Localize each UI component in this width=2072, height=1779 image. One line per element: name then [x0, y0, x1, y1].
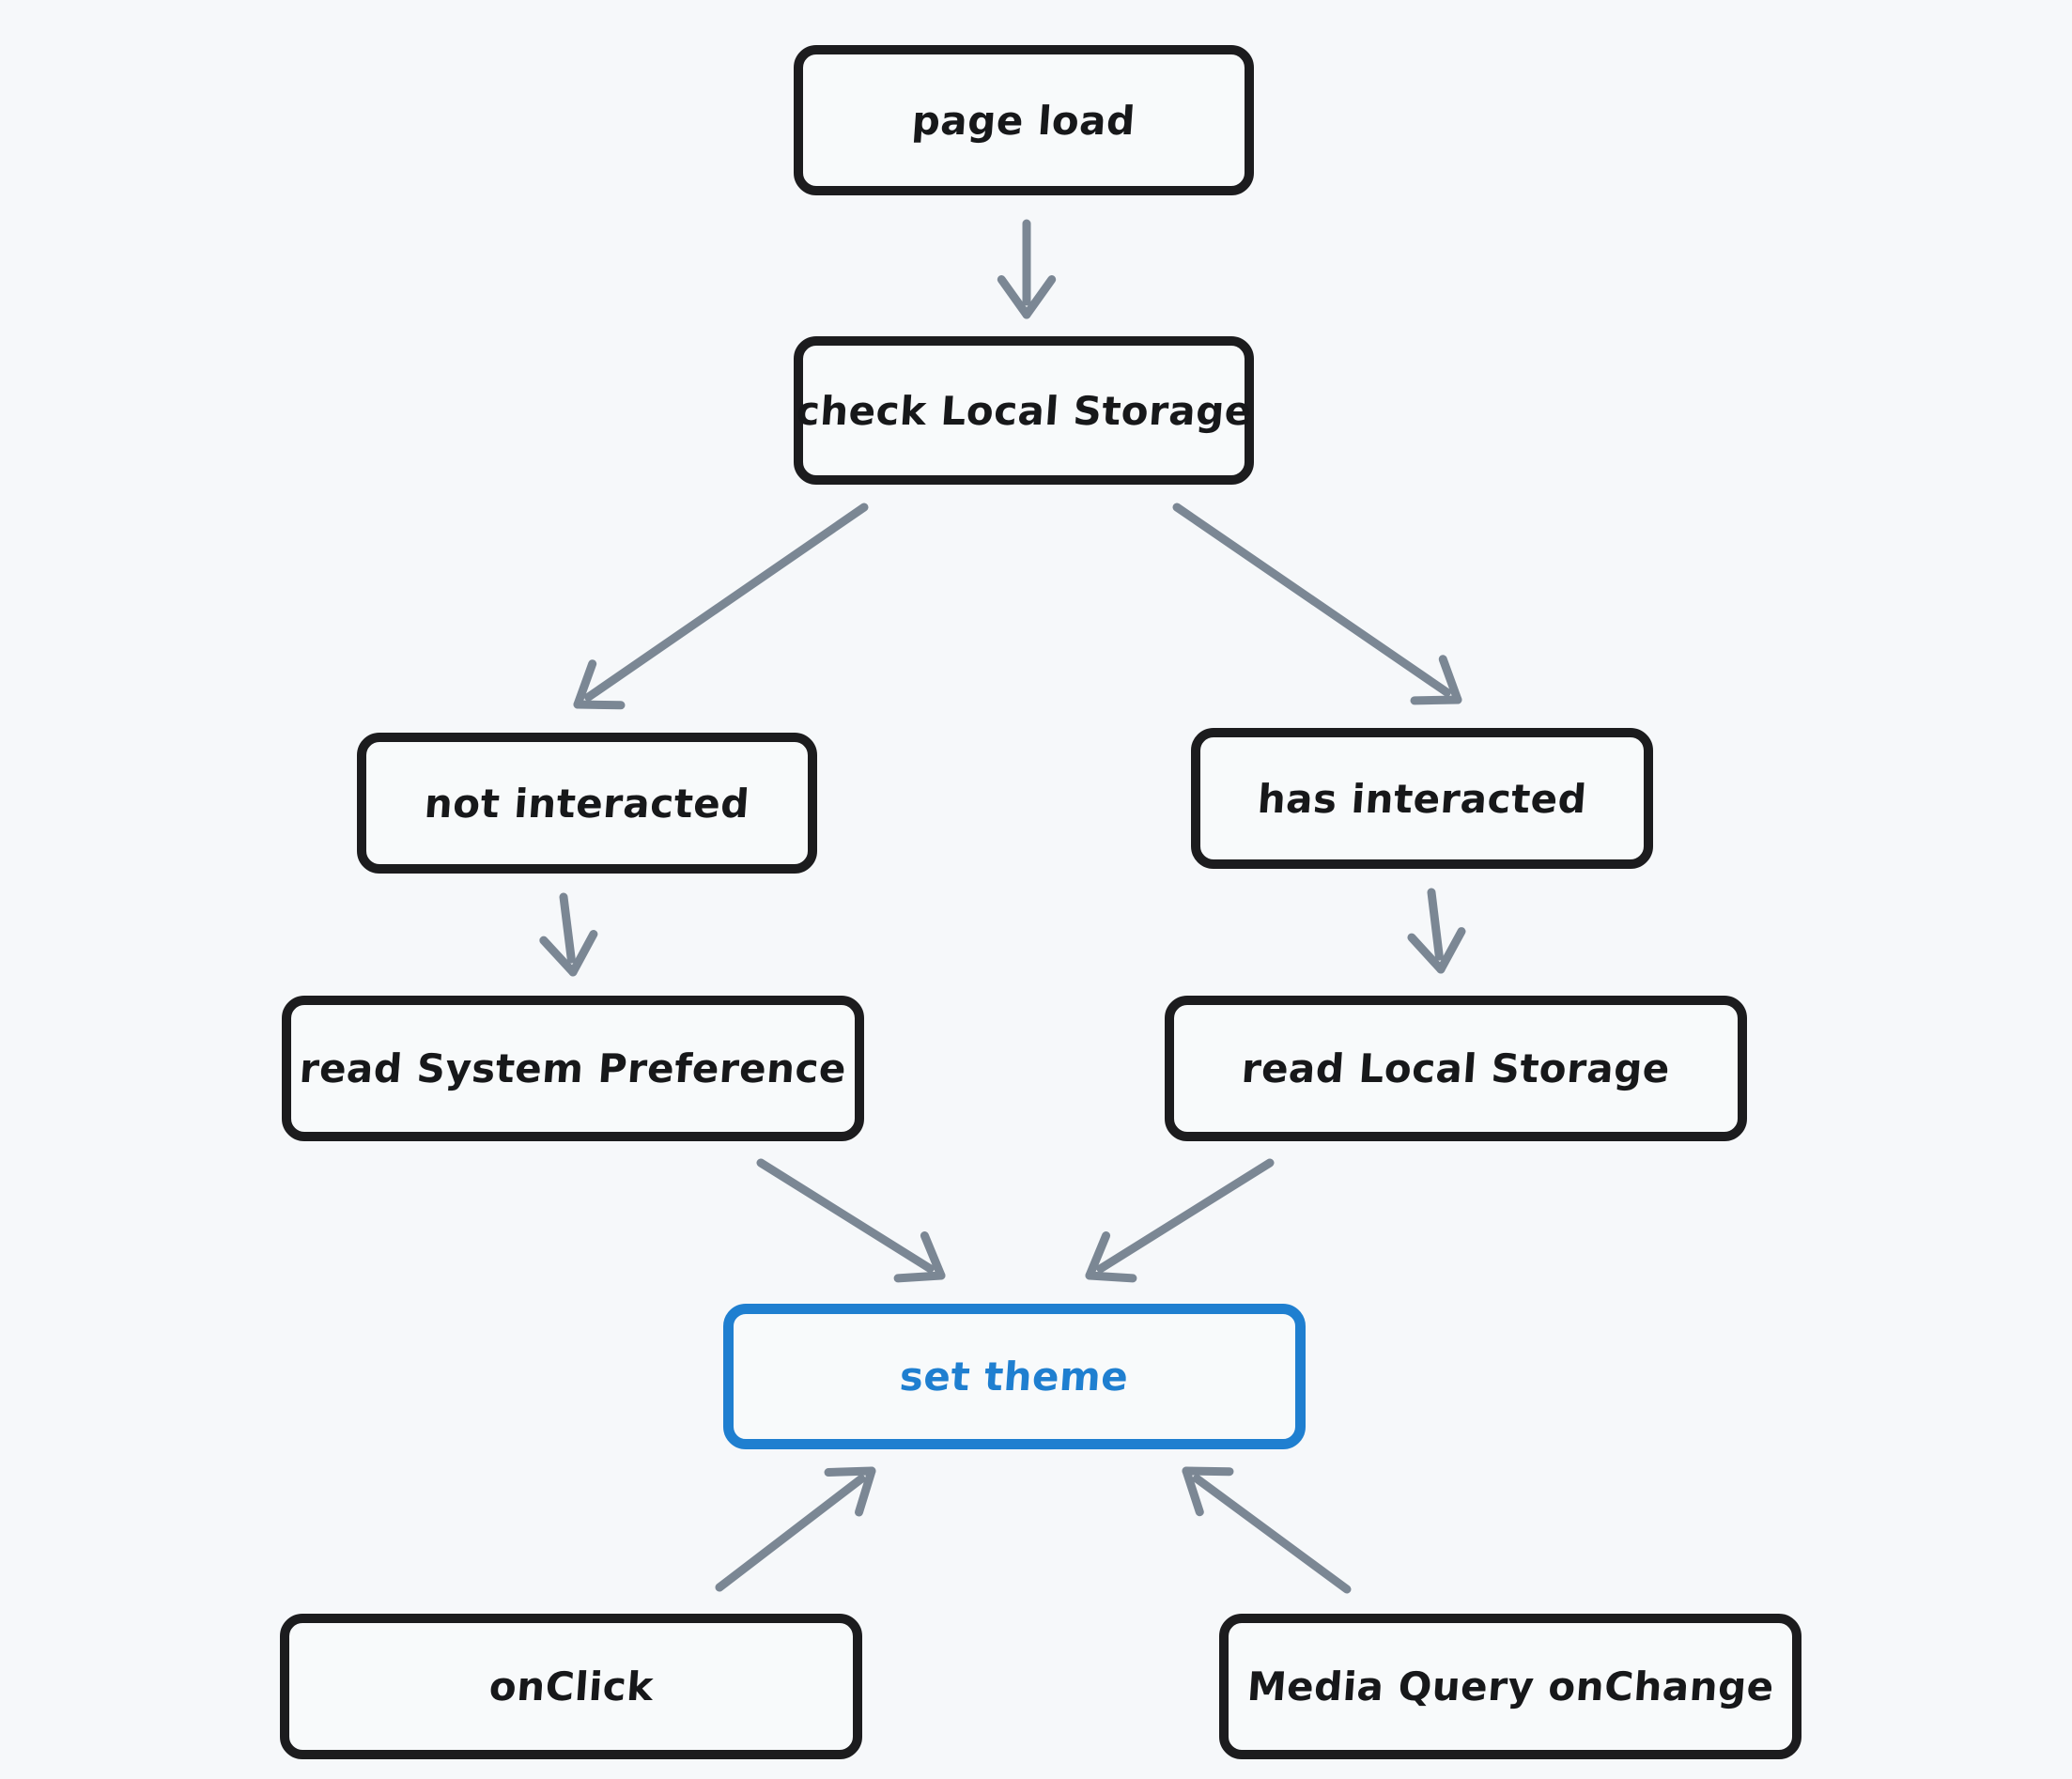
node-page-load[interactable]: page load: [794, 45, 1254, 195]
node-set-theme[interactable]: set theme: [723, 1304, 1306, 1449]
edge-arrowhead: [1085, 1271, 1137, 1283]
node-read-local[interactable]: read Local Storage: [1165, 996, 1747, 1141]
edge-shaft: [756, 1158, 935, 1274]
edge-arrowhead: [824, 1466, 876, 1477]
edge-arrowhead: [1410, 695, 1462, 705]
edge-arrowhead: [573, 659, 597, 709]
node-not-interacted[interactable]: not interacted: [357, 733, 817, 874]
node-label-check-local: check Local Storage: [794, 387, 1254, 434]
edge-onclick-to-set-theme: [715, 1466, 876, 1592]
node-label-onclick: onClick: [487, 1663, 656, 1709]
edge-arrowhead: [1438, 655, 1462, 704]
edge-arrowhead: [1407, 933, 1446, 974]
node-label-page-load: page load: [910, 97, 1137, 144]
node-label-set-theme: set theme: [898, 1354, 1131, 1400]
edge-arrowhead: [920, 1230, 946, 1280]
node-label-has-interacted: has interacted: [1256, 775, 1588, 822]
edge-arrowhead: [855, 1466, 876, 1517]
node-read-system-pref[interactable]: read System Preference: [282, 996, 864, 1141]
edge-page-load-to-check-local: [997, 219, 1057, 319]
edge-arrowhead: [1085, 1230, 1111, 1280]
node-check-local[interactable]: check Local Storage: [794, 336, 1254, 485]
edge-arrowhead: [539, 936, 578, 977]
edge-shaft: [1427, 888, 1444, 961]
edge-shaft: [584, 503, 869, 702]
edge-arrowhead: [568, 930, 598, 977]
edge-check-local-to-not-interacted: [573, 503, 869, 710]
edge-shaft: [1192, 1474, 1352, 1594]
node-label-read-system-pref: read System Preference: [298, 1045, 848, 1091]
edge-shaft: [1096, 1158, 1275, 1274]
node-media-query[interactable]: Media Query onChange: [1219, 1614, 1801, 1759]
edge-not-interacted-to-read-system-pref: [539, 892, 598, 977]
node-label-read-local: read Local Storage: [1240, 1045, 1672, 1091]
edge-shaft: [715, 1475, 866, 1592]
edge-arrowhead: [997, 275, 1031, 319]
edge-shaft: [1172, 503, 1451, 697]
edge-read-local-to-set-theme: [1085, 1158, 1275, 1283]
edge-has-interacted-to-read-local: [1407, 888, 1466, 974]
edge-arrowhead: [1436, 927, 1466, 974]
edge-arrowhead: [1182, 1466, 1234, 1477]
node-label-media-query: Media Query onChange: [1245, 1663, 1776, 1709]
node-onclick[interactable]: onClick: [280, 1614, 862, 1759]
edge-media-query-to-set-theme: [1182, 1466, 1352, 1594]
edge-check-local-to-has-interacted: [1172, 503, 1462, 705]
edge-arrowhead: [893, 1271, 946, 1283]
edge-arrowhead: [573, 700, 626, 710]
edge-arrowhead: [1022, 275, 1057, 319]
edge-shaft: [559, 892, 576, 964]
node-label-not-interacted: not interacted: [423, 780, 751, 827]
node-has-interacted[interactable]: has interacted: [1191, 728, 1653, 869]
edge-arrowhead: [1182, 1466, 1204, 1517]
edge-read-system-pref-to-set-theme: [756, 1158, 946, 1283]
